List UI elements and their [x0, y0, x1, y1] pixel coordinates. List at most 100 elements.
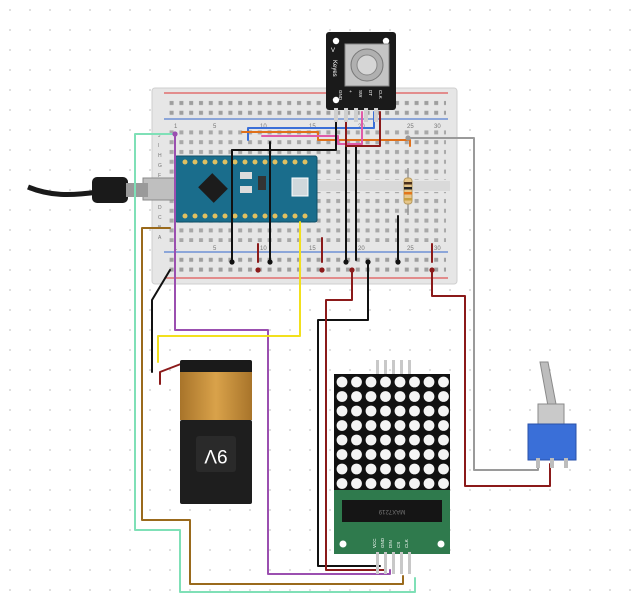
wire-red-matrix [325, 269, 387, 571]
battery-9v[interactable]: 9V [180, 360, 252, 504]
battery-label-box [196, 436, 236, 472]
led-dot [423, 376, 435, 388]
led-dot [409, 376, 420, 388]
led-dot [380, 420, 391, 431]
led-dot [409, 478, 420, 489]
matrix-pin-vcc: VCC [372, 538, 377, 548]
col-label-1: 1 [174, 124, 178, 130]
resistor [403, 168, 413, 215]
led-dot [365, 376, 377, 388]
led-dot [336, 391, 348, 402]
led-dot [351, 376, 362, 388]
wire-red-encoder [345, 111, 381, 147]
battery-top [180, 372, 252, 420]
wire-black-matrix [317, 261, 381, 567]
driver-hole-1 [339, 540, 347, 548]
led-dot [351, 478, 362, 489]
led-dot [336, 463, 348, 475]
row-label-d: D [158, 205, 162, 211]
led-dot [394, 434, 406, 446]
wire-red-battery [159, 361, 187, 385]
led-dot [438, 434, 449, 446]
battery-snap [180, 360, 252, 374]
led-dot [351, 463, 362, 475]
row-label-f: F [158, 173, 161, 179]
mount-hole-2 [382, 37, 390, 45]
wire-purple [174, 133, 391, 575]
encoder-knob[interactable] [356, 54, 378, 76]
switch-body [527, 423, 577, 461]
arduino-nano[interactable] [142, 155, 318, 223]
led-dot [409, 391, 420, 402]
wire-mint [134, 133, 416, 593]
wire-black-battery [151, 269, 171, 373]
matrix-pin-gnd: GND [380, 537, 385, 548]
led-dot [351, 405, 362, 417]
row-label-g: G [158, 163, 162, 169]
led-dot [365, 463, 377, 475]
regulator [258, 176, 266, 190]
rotary-encoder[interactable]: V Keyes GND + SW DT CLK [326, 32, 396, 122]
row-label-c: C [158, 215, 162, 221]
col-label-30-bottom: 30 [434, 246, 441, 252]
col-label-5-bottom: 5 [213, 246, 217, 252]
col-label-25-bottom: 25 [407, 246, 414, 252]
led-dot [380, 463, 391, 475]
usb-cable-wire [27, 184, 99, 198]
led-dot [423, 463, 435, 475]
encoder-pin-labels: GND + SW DT CLK [338, 90, 383, 101]
led-dot [409, 420, 420, 431]
led-matrix-module[interactable]: MAX7219 VCC GND DIN CS CLK [334, 360, 450, 574]
led-dot [438, 449, 449, 460]
usb-cable [27, 177, 148, 203]
matrix-pin-din: DIN [388, 540, 393, 548]
toggle-switch[interactable] [527, 361, 577, 468]
nano-bottom-pins [182, 213, 308, 219]
reset-button[interactable] [291, 177, 309, 197]
led-dot [336, 405, 348, 417]
led-dot [380, 434, 391, 446]
col-label-30: 30 [434, 124, 441, 130]
led-dot [438, 405, 449, 417]
led-dot [423, 449, 435, 460]
led-dot [351, 434, 362, 446]
led-dot [438, 420, 449, 431]
led-dot [438, 391, 449, 402]
encoder-brand: Keyes [331, 60, 337, 77]
led-dot [409, 434, 420, 446]
led-dot [438, 478, 449, 489]
wire-brown [141, 227, 404, 585]
led-dot [365, 478, 377, 489]
mount-hole-3 [332, 96, 340, 104]
col-label-5: 5 [213, 124, 217, 130]
led-dot [380, 376, 391, 388]
matrix-top-pins [376, 360, 411, 376]
mount-hole-1 [332, 37, 340, 45]
led-dot-grid [336, 376, 449, 489]
led-dot [394, 391, 406, 402]
led-dot [423, 391, 435, 402]
led-dot [351, 449, 362, 460]
encoder-header-pins [334, 108, 378, 122]
switch-pins [536, 458, 568, 468]
led-dot [409, 405, 420, 417]
wire-end-dots [172, 131, 435, 273]
led-dot [423, 434, 435, 446]
bottom-power-rail [166, 255, 446, 275]
led-dot [336, 376, 348, 388]
matrix-pin-labels: VCC GND DIN CS CLK [372, 537, 409, 548]
led-dot [380, 449, 391, 460]
led-dot [394, 449, 406, 460]
encoder-pin-dt: DT [368, 90, 373, 96]
col-label-25: 25 [407, 124, 414, 130]
col-label-10-bottom: 10 [260, 246, 267, 252]
led-dot [380, 391, 391, 402]
driver-hole-2 [437, 540, 445, 548]
matrix-pin-cs: CS [396, 542, 401, 548]
usb-plug [92, 177, 128, 203]
col-label-15-bottom: 15 [309, 246, 316, 252]
led-dot [380, 478, 391, 489]
usb-connector [142, 177, 180, 201]
row-label-i: I [158, 143, 159, 149]
